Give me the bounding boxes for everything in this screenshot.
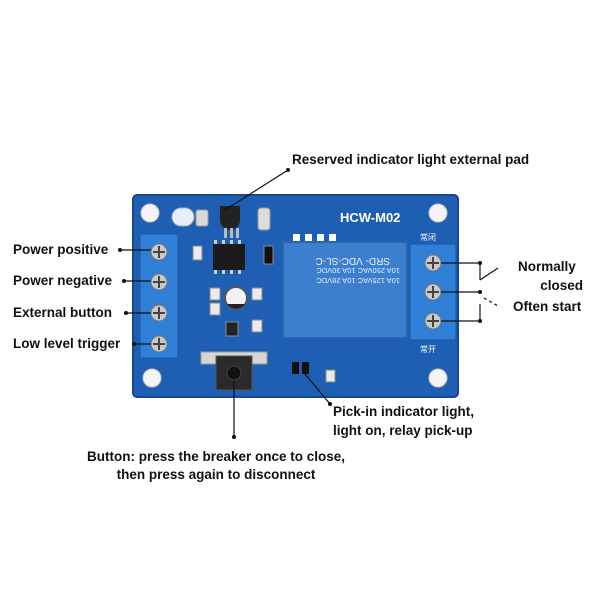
capacitor: [224, 286, 248, 310]
label-pickin-2: light on, relay pick-up: [333, 423, 473, 438]
label-external-button: External button: [13, 305, 113, 320]
reserved-led-pad: [257, 207, 271, 231]
right-terminal-screws: [424, 254, 442, 330]
relay: [282, 241, 408, 339]
leader-lines: [120, 169, 499, 437]
pickin-led: [292, 362, 309, 374]
left-terminal-block: [139, 233, 179, 359]
label-low-level-trigger: Low level trigger: [13, 336, 121, 351]
reserved-led-pad: [195, 209, 209, 227]
mounting-hole: [140, 203, 160, 223]
label-often-start: Often start: [513, 299, 582, 314]
mounting-hole: [428, 203, 448, 223]
relay-brand: SRD- VDC-SL-C: [316, 255, 390, 266]
label-button-1: Button: press the breaker once to close,: [86, 449, 346, 464]
relay-rating-1: 10A 250VAC 10A 30VDC: [316, 266, 400, 275]
relay-rating-2: 10A 125VAC 10A 28VDC: [316, 276, 400, 285]
mounting-hole: [428, 368, 448, 388]
label-reserved-pad: Reserved indicator light external pad: [292, 152, 530, 167]
leader-dots: [118, 168, 482, 439]
left-terminal-screws: [150, 243, 168, 353]
reserved-led-pad: [171, 207, 195, 227]
ic-chip: [213, 244, 245, 270]
label-pickin-1: Pick-in indicator light,: [333, 404, 475, 419]
label-button-2: then press again to disconnect: [116, 467, 316, 482]
header-pins: [293, 234, 336, 242]
nc-mark: 常闭: [420, 233, 436, 242]
label-normally-closed-2: closed: [540, 278, 583, 293]
no-mark: 常开: [420, 345, 436, 354]
label-power-negative: Power negative: [13, 273, 113, 288]
mounting-hole: [142, 368, 162, 388]
label-power-positive: Power positive: [13, 242, 109, 257]
transistor: [220, 206, 240, 230]
model-label: HCW-M02: [340, 210, 400, 225]
smd-components: [192, 245, 274, 337]
label-normally-closed-1: Normally: [518, 259, 576, 274]
